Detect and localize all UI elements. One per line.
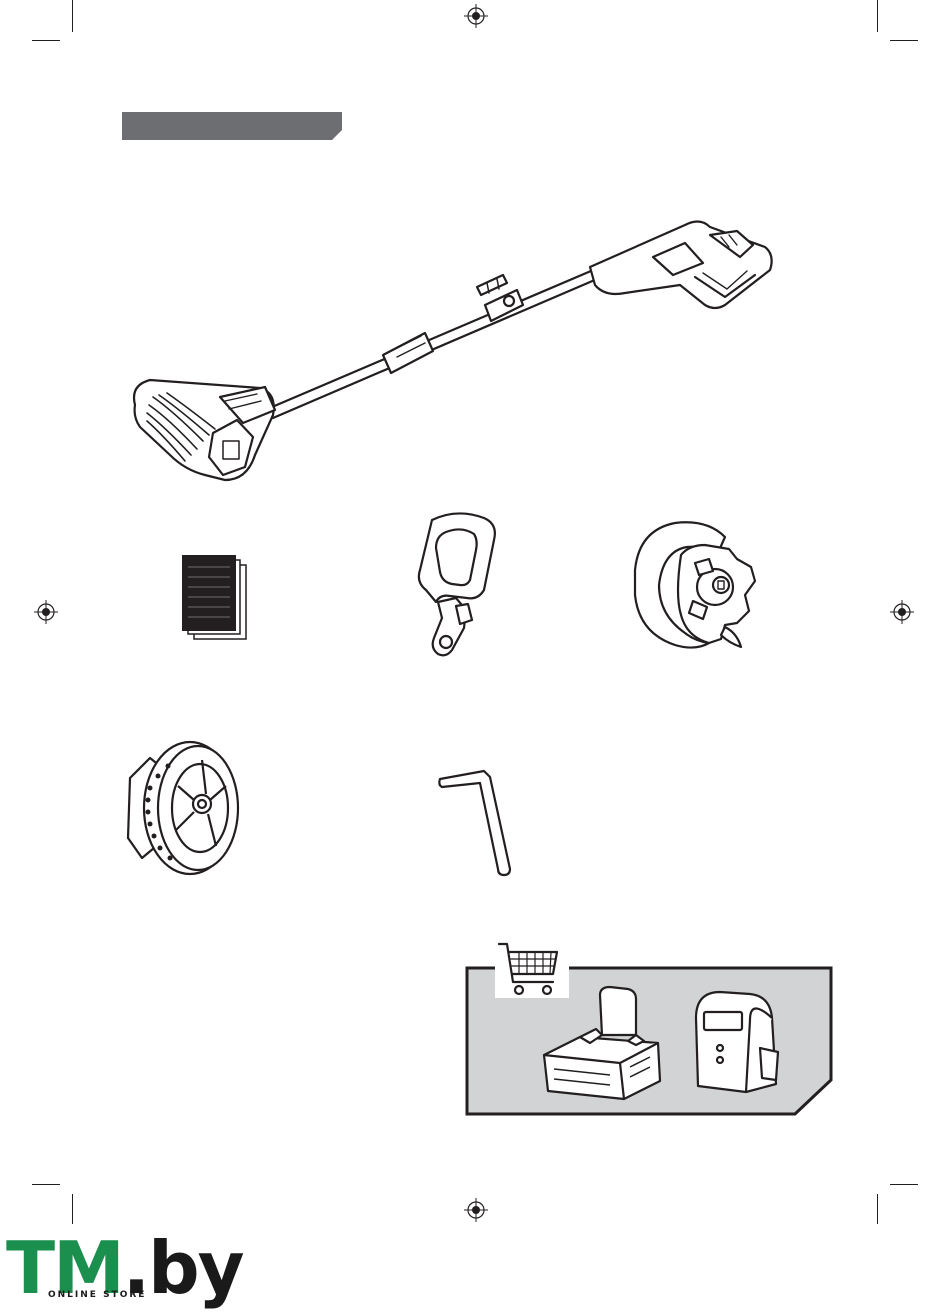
section-header-bar — [122, 112, 342, 140]
battery-pack-icon — [540, 985, 665, 1105]
hex-key-icon — [432, 765, 522, 880]
crop-mark — [877, 0, 878, 32]
crop-mark — [32, 1184, 60, 1185]
registration-mark-icon — [464, 4, 488, 28]
edger-wheel-icon — [120, 738, 245, 888]
crop-mark — [72, 0, 73, 32]
registration-mark-icon — [34, 600, 58, 624]
grass-trimmer-edger-icon — [125, 205, 785, 495]
charger-icon — [690, 988, 785, 1098]
crop-mark — [32, 40, 60, 41]
registration-mark-icon — [464, 1198, 488, 1222]
crop-mark — [890, 1184, 918, 1185]
auxiliary-handle-icon — [412, 510, 502, 660]
registration-mark-icon — [890, 600, 914, 624]
watermark-tagline: ONLINE STORE — [48, 1290, 146, 1300]
crop-mark — [890, 40, 918, 41]
crop-mark — [877, 1194, 878, 1224]
guard-icon — [625, 515, 765, 655]
crop-mark — [72, 1194, 73, 1224]
manual-icon — [180, 555, 252, 645]
